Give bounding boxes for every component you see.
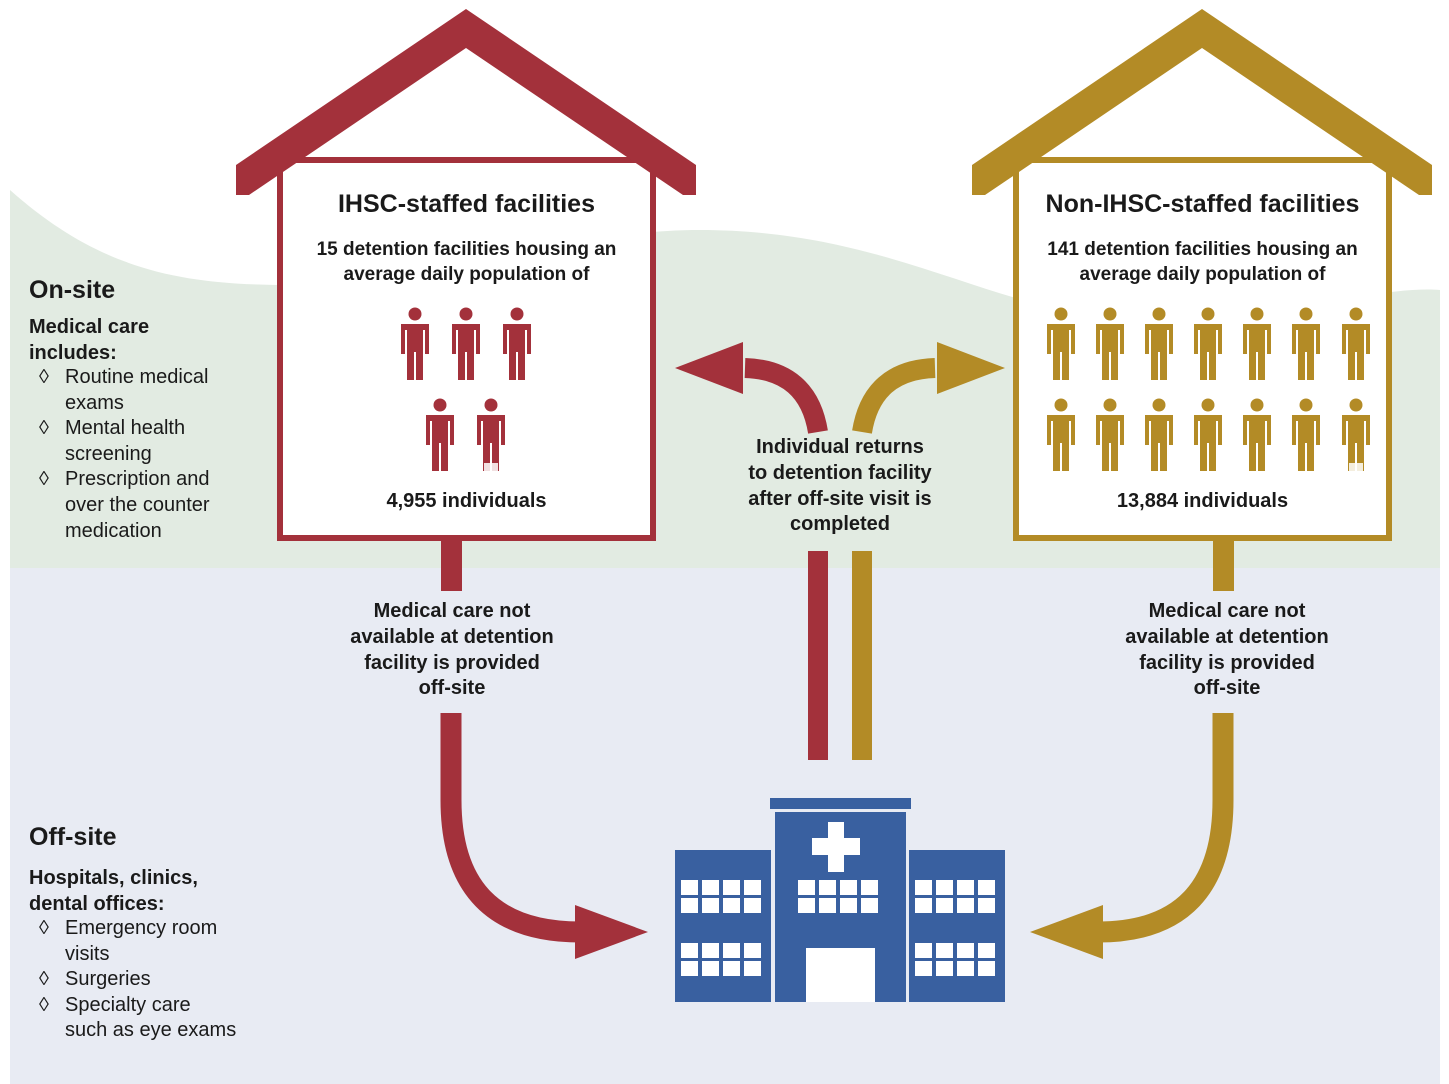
person-icon [503,307,531,380]
onsite-subtitle: Medical care includes: [29,316,150,364]
person-icon [1292,398,1320,471]
non-ihsc-to-hospital-arrow [1030,541,1234,959]
non-ihsc-house [972,9,1432,541]
person-icon [1194,307,1222,380]
person-icon [1047,307,1075,380]
person-icon [1145,307,1173,380]
person-icon [1145,398,1173,471]
onsite-title: On-site [29,276,116,304]
diamond-bullet-icon: ◊ [39,468,49,491]
ihsc-house-title: IHSC-staffed facilities [337,190,595,218]
return-flow-label: Individual returns to detention facility… [748,436,932,536]
hospital-icon [675,798,1005,1002]
offsite-title: Off-site [29,823,117,851]
person-icon [426,398,454,471]
person-icon [1292,307,1320,380]
non-ihsc-house-body [1013,157,1392,541]
non-ihsc-house-roof [972,9,1432,195]
person-icon [477,398,505,472]
diamond-bullet-icon: ◊ [39,917,49,939]
diamond-bullet-icon: ◊ [39,366,49,388]
ihsc-house-roof [236,9,696,195]
person-icon [1096,307,1124,380]
person-icon [1243,398,1271,471]
non-ihsc-house-title: Non-IHSC-staffed facilities [1045,190,1360,218]
person-icon [452,307,480,380]
return-arrow-ihsc [675,342,828,760]
person-icon [401,307,429,380]
person-icon [1243,307,1271,380]
person-icon [1096,398,1124,471]
person-icon [1047,398,1075,471]
person-icon [1342,398,1370,472]
non-ihsc-house-description: 141 detention facilities housing an aver… [1047,239,1358,285]
person-icon [1342,307,1370,380]
diamond-bullet-icon: ◊ [39,993,49,1016]
diamond-bullet-icon: ◊ [39,968,49,991]
non-ihsc-people-icons [1047,307,1370,472]
non-ihsc-population-count: 13,884 individuals [1116,490,1289,512]
list-item: ◊Surgeries [29,967,269,993]
ihsc-house-description: 15 detention facilities housing an avera… [316,239,617,285]
ihsc-to-hospital-arrow [440,541,648,959]
ihsc-people-icons [401,307,531,472]
ihsc-population-count: 4,955 individuals [386,490,547,512]
non-ihsc-offsite-label: Medical care not available at detention … [1125,600,1329,700]
diamond-bullet-icon: ◊ [39,417,49,440]
person-icon [1194,398,1222,471]
offsite-subtitle: Hospitals, clinics, dental offices: [29,867,198,915]
ihsc-offsite-label: Medical care not available at detention … [350,600,554,700]
return-arrow-non-ihsc [852,342,1005,760]
